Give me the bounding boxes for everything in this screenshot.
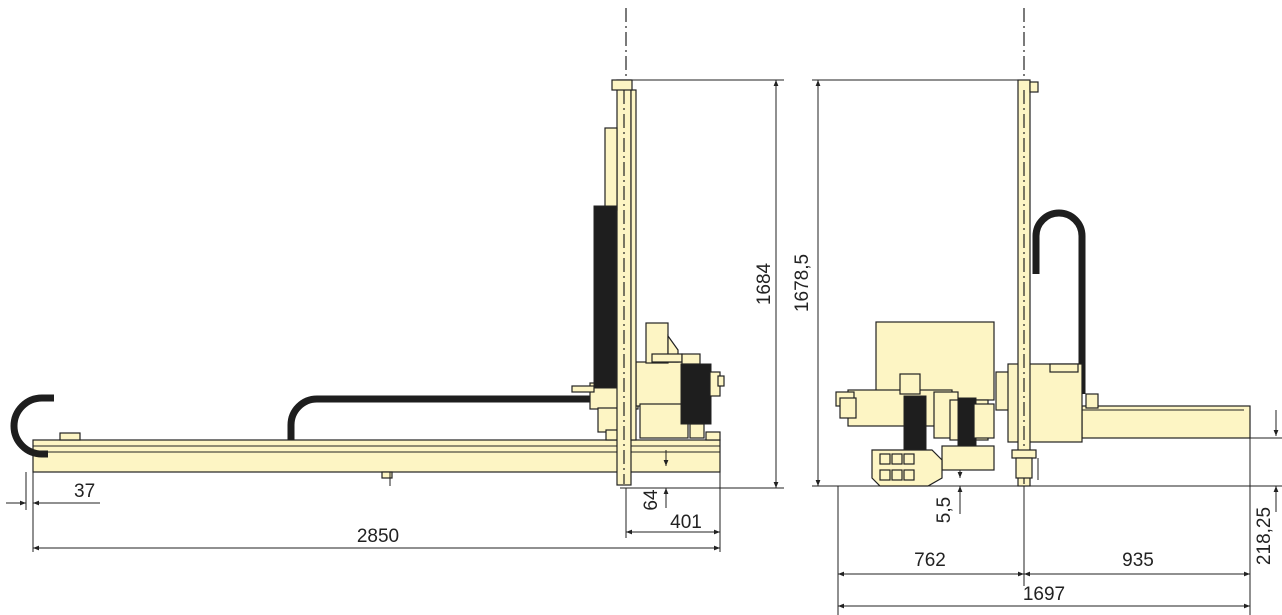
dim-total-length: 2850 bbox=[357, 526, 399, 547]
dim-total-width: 1697 bbox=[1023, 584, 1065, 605]
dim-front-height: 1678,5 bbox=[792, 254, 813, 312]
dim-front-clearance: 5,5 bbox=[934, 497, 955, 523]
dim-beam-height: 218,25 bbox=[1254, 507, 1275, 565]
front-view bbox=[835, 8, 1251, 487]
dim-column-offset: 401 bbox=[670, 512, 702, 533]
dim-side-height: 1684 bbox=[754, 262, 775, 305]
front-horizontal-beam bbox=[1081, 405, 1251, 439]
side-column-belt bbox=[593, 205, 617, 389]
dim-end-offset: 37 bbox=[74, 481, 95, 502]
side-view bbox=[10, 8, 725, 486]
dim-left-width: 762 bbox=[914, 550, 946, 571]
side-cable-loop bbox=[10, 394, 54, 458]
side-cable-track bbox=[287, 395, 590, 440]
dim-right-width: 935 bbox=[1122, 550, 1154, 571]
front-dimensions: 1678,5 5,5 762 935 1697 218,25 bbox=[792, 79, 1282, 615]
side-dimensions: 1684 37 64 401 2850 bbox=[6, 79, 784, 552]
front-cable-loop bbox=[1032, 209, 1086, 394]
side-base-rail bbox=[32, 439, 721, 473]
front-motor-box bbox=[875, 321, 995, 401]
dim-side-clearance: 64 bbox=[641, 489, 662, 511]
